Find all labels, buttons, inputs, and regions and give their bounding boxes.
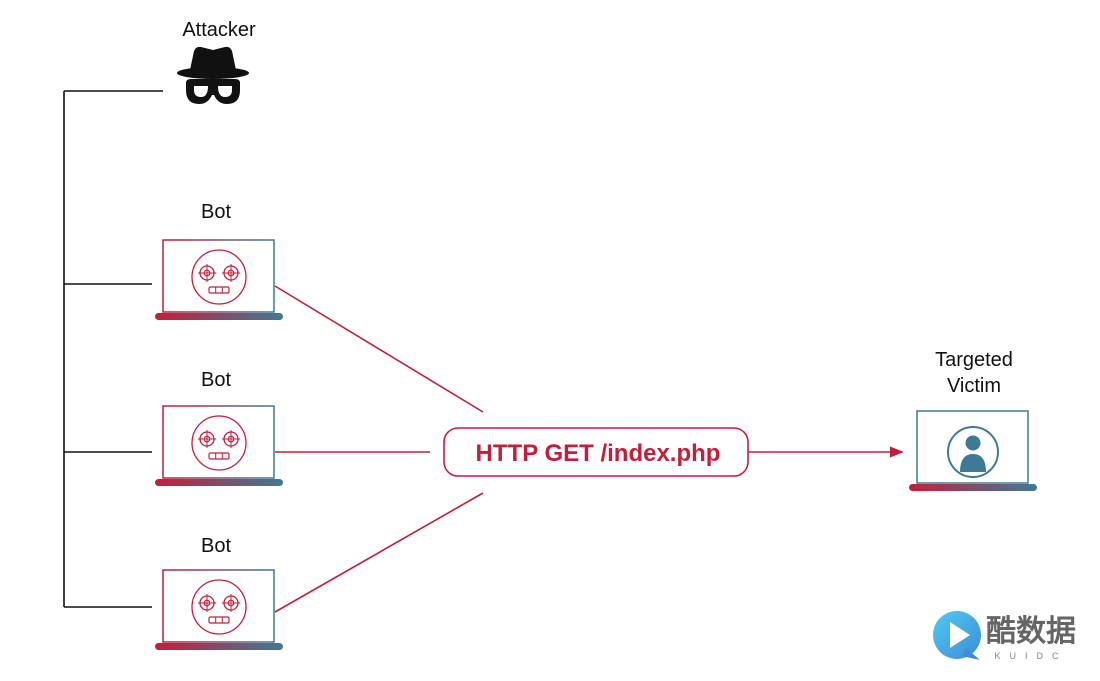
laptop-icon (155, 405, 283, 486)
watermark: 酷数据 KUIDC (933, 611, 1076, 661)
victim-label-line1: Targeted (935, 349, 1013, 371)
laptop-icon (155, 239, 283, 320)
victim-label-line2: Victim (947, 375, 1001, 397)
robot-icon (191, 249, 247, 305)
bot-node-3: Bot (155, 535, 283, 650)
laptop-icon (909, 410, 1037, 491)
user-icon (947, 426, 999, 478)
bot-label: Bot (201, 369, 231, 391)
watermark-name: 酷数据 (986, 614, 1076, 649)
play-logo-icon (933, 611, 981, 660)
bot-label: Bot (201, 201, 231, 223)
laptop-icon (155, 569, 283, 650)
attacker-label: Attacker (182, 19, 256, 41)
robot-icon (191, 579, 247, 635)
attacker-tree-lines (63, 90, 163, 608)
arrow-head (890, 446, 904, 458)
victim-node: Targeted Victim (909, 349, 1037, 491)
request-pill: HTTP GET /index.php (443, 427, 749, 477)
request-lines (274, 285, 892, 613)
robot-icon (191, 415, 247, 471)
bot-label: Bot (201, 535, 231, 557)
spy-icon (177, 46, 249, 104)
bot-node-2: Bot (155, 369, 283, 486)
watermark-sub: KUIDC (994, 651, 1067, 661)
bot-node-1: Bot (155, 201, 283, 320)
request-label: HTTP GET /index.php (476, 440, 721, 467)
